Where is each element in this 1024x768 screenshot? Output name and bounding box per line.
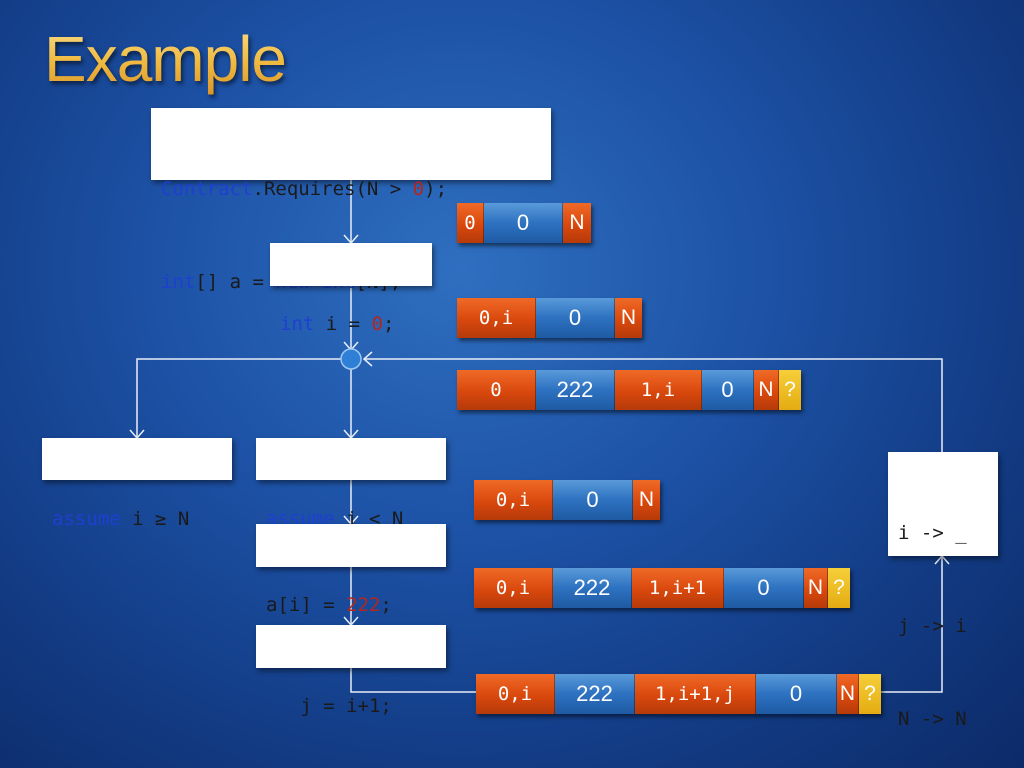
init-zero: 0: [371, 313, 383, 335]
segment: 0,i: [474, 480, 553, 520]
assume-lt-text: i < N: [334, 508, 404, 530]
segment: ?: [828, 568, 850, 608]
arrowhead: [934, 554, 950, 565]
join-node: [340, 348, 362, 370]
segment: 0,i: [474, 568, 553, 608]
assign-value: 222: [346, 594, 381, 616]
segment: 0,i: [457, 298, 536, 338]
segment: 1,i+1: [632, 568, 724, 608]
assume-loop-block: assume i < N: [256, 438, 446, 530]
assume-keyword: assume: [52, 508, 121, 530]
segment: 0,i: [476, 674, 555, 714]
segment: 0: [553, 480, 633, 520]
assign-pre-text: a[i] =: [266, 594, 347, 616]
segment: N: [633, 480, 660, 520]
init-line: int i = 0;: [280, 309, 422, 340]
array-decl-text: [] a =: [195, 271, 276, 293]
segment: 0: [724, 568, 804, 608]
contract-keyword: Contract: [161, 178, 253, 200]
slide-title: Example: [44, 23, 287, 95]
assume-ge-text: i ≥ N: [120, 508, 190, 530]
abstract-array-state: 0,i 0 N: [457, 298, 642, 338]
segment: N: [615, 298, 642, 338]
assume-exit-block: assume i ≥ N: [42, 438, 232, 530]
int-keyword: int: [161, 271, 196, 293]
segment: 222: [553, 568, 632, 608]
abstract-array-state: 0 0 N: [457, 203, 591, 243]
segment: N: [804, 568, 828, 608]
segment: 0: [457, 370, 536, 410]
assume-exit-line: assume i ≥ N: [52, 504, 222, 535]
mapping-i: i -> _: [898, 522, 967, 544]
segment: N: [754, 370, 779, 410]
mapping-box: i -> _ j -> i N -> N: [888, 452, 998, 730]
segment: 1,i: [615, 370, 702, 410]
abstract-array-state: 0,i 0 N: [474, 480, 660, 520]
segment: 0: [702, 370, 754, 410]
assign-line: a[i] = 222;: [266, 590, 436, 621]
mapping-j: j -> i: [898, 615, 967, 637]
mapping-n: N -> N: [898, 708, 967, 730]
arrowhead: [362, 351, 373, 367]
init-mid-text: i =: [314, 313, 372, 335]
segment: ?: [859, 674, 881, 714]
abstract-array-state: 0,i 222 1,i+1 0 N ?: [474, 568, 850, 608]
requires-line: Contract.Requires(N > 0);: [161, 174, 541, 205]
requires-close: );: [424, 178, 448, 200]
segment: 1,i+1,j: [635, 674, 756, 714]
requires-zero: 0: [412, 178, 425, 200]
segment: N: [563, 203, 591, 243]
j-assign-block: j = i+1;: [256, 625, 446, 717]
init-end-text: ;: [382, 313, 395, 335]
int-keyword-init: int: [280, 313, 315, 335]
abstract-array-state: 0 222 1,i 0 N ?: [457, 370, 801, 410]
j-assign-line: j = i+1;: [266, 695, 392, 717]
contract-block: Contract.Requires(N > 0); int[] a = new …: [151, 108, 551, 293]
abstract-array-state: 0,i 222 1,i+1,j 0 N ?: [476, 674, 881, 714]
assign-end-text: ;: [380, 594, 392, 616]
segment: 0: [536, 298, 615, 338]
requires-text: .Requires(N >: [252, 178, 413, 200]
init-block: int i = 0;: [270, 243, 432, 335]
segment: 222: [555, 674, 635, 714]
assign-block: a[i] = 222;: [256, 524, 446, 616]
segment: N: [837, 674, 859, 714]
edge-join-to-exit: [136, 358, 351, 438]
segment: 0: [756, 674, 837, 714]
edge-mapping-to-join: [364, 358, 943, 452]
segment: 0: [484, 203, 563, 243]
segment: ?: [779, 370, 801, 410]
segment: 0: [457, 203, 484, 243]
segment: 222: [536, 370, 615, 410]
